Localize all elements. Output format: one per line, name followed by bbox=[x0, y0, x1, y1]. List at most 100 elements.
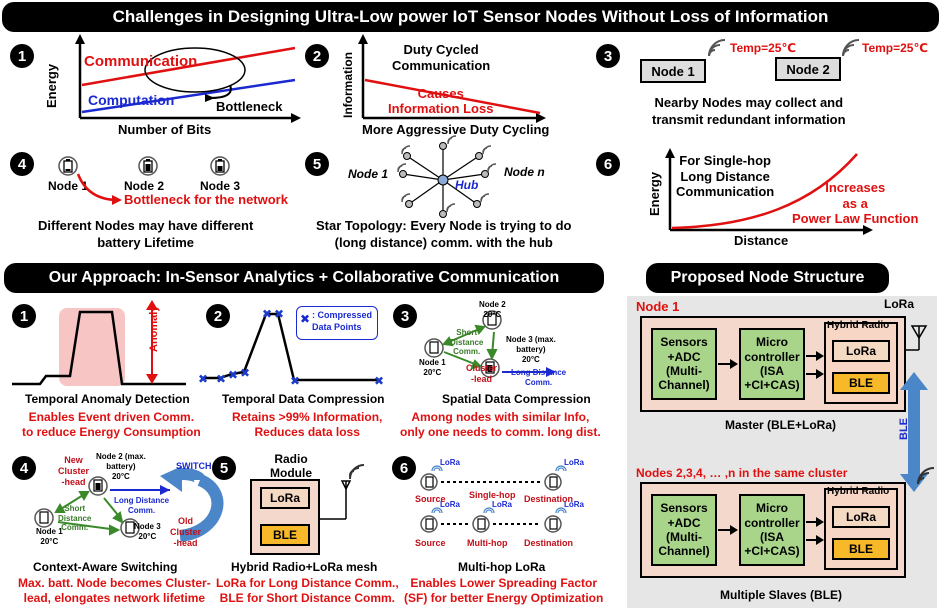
wifi-icon bbox=[842, 39, 860, 57]
anomaly-desc: Enables Event driven Comm. to reduce Ene… bbox=[22, 410, 201, 439]
approach-3-number: 3 bbox=[393, 304, 417, 328]
slave-hybrid-label: Hybrid Radio bbox=[827, 486, 890, 497]
master-lora-box: LoRa bbox=[832, 340, 890, 362]
challenge-1-number: 1 bbox=[10, 44, 34, 68]
network-bottleneck-label: Bottleneck for the network bbox=[124, 192, 288, 207]
compression-title: Temporal Data Compression bbox=[222, 392, 385, 406]
node-2-box: Node 2 bbox=[775, 57, 841, 81]
switch-node-2-label: Node 2 (max. battery) 20°C bbox=[96, 452, 146, 481]
compressed-point: ✖ bbox=[262, 307, 272, 321]
slave-wifi-icon bbox=[917, 467, 935, 485]
compressed-point: ✖ bbox=[228, 368, 238, 382]
compression-desc: Retains >99% Information, Reduces data l… bbox=[232, 410, 383, 439]
lora-tag: LoRa bbox=[440, 500, 460, 509]
node-1-box: Node 1 bbox=[640, 59, 706, 83]
multihop-desc: Enables Lower Spreading Factor (SF) for … bbox=[404, 576, 604, 605]
challenge-1-graph bbox=[75, 34, 301, 123]
temp-1-label: Temp=25℃ bbox=[730, 41, 796, 55]
approach-5-number: 5 bbox=[212, 456, 236, 480]
slave-ble-box: BLE bbox=[832, 538, 890, 560]
approach-4-number: 4 bbox=[12, 456, 36, 480]
hybrid-mesh-title: Hybrid Radio+LoRa mesh bbox=[231, 560, 378, 574]
communication-label: Communication bbox=[84, 53, 198, 70]
node-3-label: Node 3 bbox=[200, 179, 241, 193]
master-micro-box: Micro controller (ISA +CI+CAS) bbox=[739, 328, 805, 400]
switching-title: Context-Aware Switching bbox=[33, 560, 178, 574]
slave-caption: Multiple Slaves (BLE) bbox=[720, 588, 843, 602]
bottleneck-label: Bottleneck bbox=[216, 99, 283, 114]
challenge-2-graph bbox=[358, 34, 546, 123]
master-arrows bbox=[718, 351, 824, 379]
energy-axis-label-1: Energy bbox=[44, 63, 59, 108]
slave-arrows bbox=[718, 517, 824, 545]
compressed-point: ✖ bbox=[274, 307, 284, 321]
approach-banner: Our Approach: In-Sensor Analytics + Coll… bbox=[4, 263, 604, 293]
master-sensors-box: Sensors +ADC (Multi- Channel) bbox=[651, 328, 717, 400]
challenge-4-number: 4 bbox=[10, 152, 34, 176]
master-node-label: Node 1 bbox=[636, 299, 680, 314]
multi-destination-label: Destination bbox=[524, 538, 574, 548]
info-loss-label: Causes Information Loss bbox=[388, 86, 494, 116]
slave-sensors-box: Sensors +ADC (Multi- Channel) bbox=[651, 494, 717, 566]
multihop-title: Multi-hop LoRa bbox=[458, 560, 546, 574]
ble-link-arrow bbox=[900, 372, 928, 492]
anomaly-waveform bbox=[12, 300, 186, 386]
old-cluster-head-label: Old Cluster -head bbox=[170, 516, 202, 548]
legend-x-icon: ✖ bbox=[300, 312, 311, 326]
temp-2-label: Temp=25℃ bbox=[862, 41, 928, 55]
new-cluster-head-label: New Cluster -head bbox=[58, 455, 90, 487]
legend-label: : Compressed Data Points bbox=[312, 310, 373, 332]
information-axis-label: Information bbox=[341, 52, 355, 118]
star-caption: Star Topology: Every Node is trying to d… bbox=[316, 218, 572, 250]
challenge-2-number: 2 bbox=[305, 44, 329, 68]
ble-link-label: BLE bbox=[898, 418, 910, 440]
switch-label: SWITCH bbox=[176, 461, 212, 471]
single-destination-label: Destination bbox=[524, 494, 574, 504]
structure-banner: Proposed Node Structure bbox=[646, 263, 889, 293]
single-hop-title: For Single-hop Long Distance Communicati… bbox=[676, 153, 775, 200]
spatial-node-2-label: Node 2 20°C bbox=[479, 300, 506, 319]
lora-tag: LoRa bbox=[564, 458, 584, 467]
multihop-diagram bbox=[420, 465, 567, 533]
switch-short-label: Short Distance Comm. bbox=[58, 504, 92, 533]
radio-module-label: Radio Module bbox=[270, 452, 312, 481]
battery-icon bbox=[58, 156, 78, 176]
approach-1-number: 1 bbox=[12, 304, 36, 328]
spatial-node-1-label: Node 1 20°C bbox=[419, 358, 446, 377]
approach-6-number: 6 bbox=[392, 456, 416, 480]
multi-hop-label: Multi-hop bbox=[467, 538, 508, 548]
antenna-icon bbox=[320, 464, 365, 520]
master-antenna-icon bbox=[906, 325, 928, 351]
slaves-nodes-label: Nodes 2,3,4, … ,n in the same cluster bbox=[636, 466, 848, 480]
distance-axis-label: Distance bbox=[734, 233, 789, 248]
star-topology bbox=[397, 135, 497, 218]
slave-lora-box: LoRa bbox=[832, 506, 890, 528]
master-lora-antenna-label: LoRa bbox=[884, 297, 914, 311]
spatial-short-label: Short Distance Comm. bbox=[450, 328, 484, 357]
module-lora-box: LoRa bbox=[260, 487, 310, 509]
single-hop-label: Single-hop bbox=[469, 490, 516, 500]
multi-source-label: Source bbox=[415, 538, 446, 548]
compressed-point: ✖ bbox=[374, 374, 384, 388]
spatial-cluster-label: Cluster -lead bbox=[466, 363, 498, 384]
compressed-point: ✖ bbox=[290, 374, 300, 388]
node-2-label: Node 2 bbox=[124, 179, 165, 193]
spatial-node-3-label: Node 3 (max. battery) 20°C bbox=[506, 335, 556, 364]
wifi-icon bbox=[708, 39, 726, 57]
computation-label: Computation bbox=[88, 92, 175, 108]
energy-axis-label-6: Energy bbox=[647, 171, 662, 216]
spatial-long-label: Long Distance Comm. bbox=[511, 368, 567, 387]
lora-tag: LoRa bbox=[492, 500, 512, 509]
challenge-6-graph bbox=[665, 148, 873, 235]
master-caption: Master (BLE+LoRa) bbox=[725, 418, 837, 432]
star-node-1-label: Node 1 bbox=[348, 167, 389, 181]
anomaly-title: Temporal Anomaly Detection bbox=[25, 392, 190, 406]
switching-desc: Max. batt. Node becomes Cluster- lead, e… bbox=[18, 576, 211, 605]
top-banner: Challenges in Designing Ultra-Low power … bbox=[2, 2, 939, 32]
compression-legend bbox=[296, 306, 378, 340]
compressed-point: ✖ bbox=[240, 366, 250, 380]
compressed-point: ✖ bbox=[216, 372, 226, 386]
bottleneck-arrow bbox=[76, 173, 122, 205]
duty-axis-label: More Aggressive Duty Cycling bbox=[362, 122, 550, 137]
redundant-caption: Nearby Nodes may collect and transmit re… bbox=[652, 95, 846, 127]
